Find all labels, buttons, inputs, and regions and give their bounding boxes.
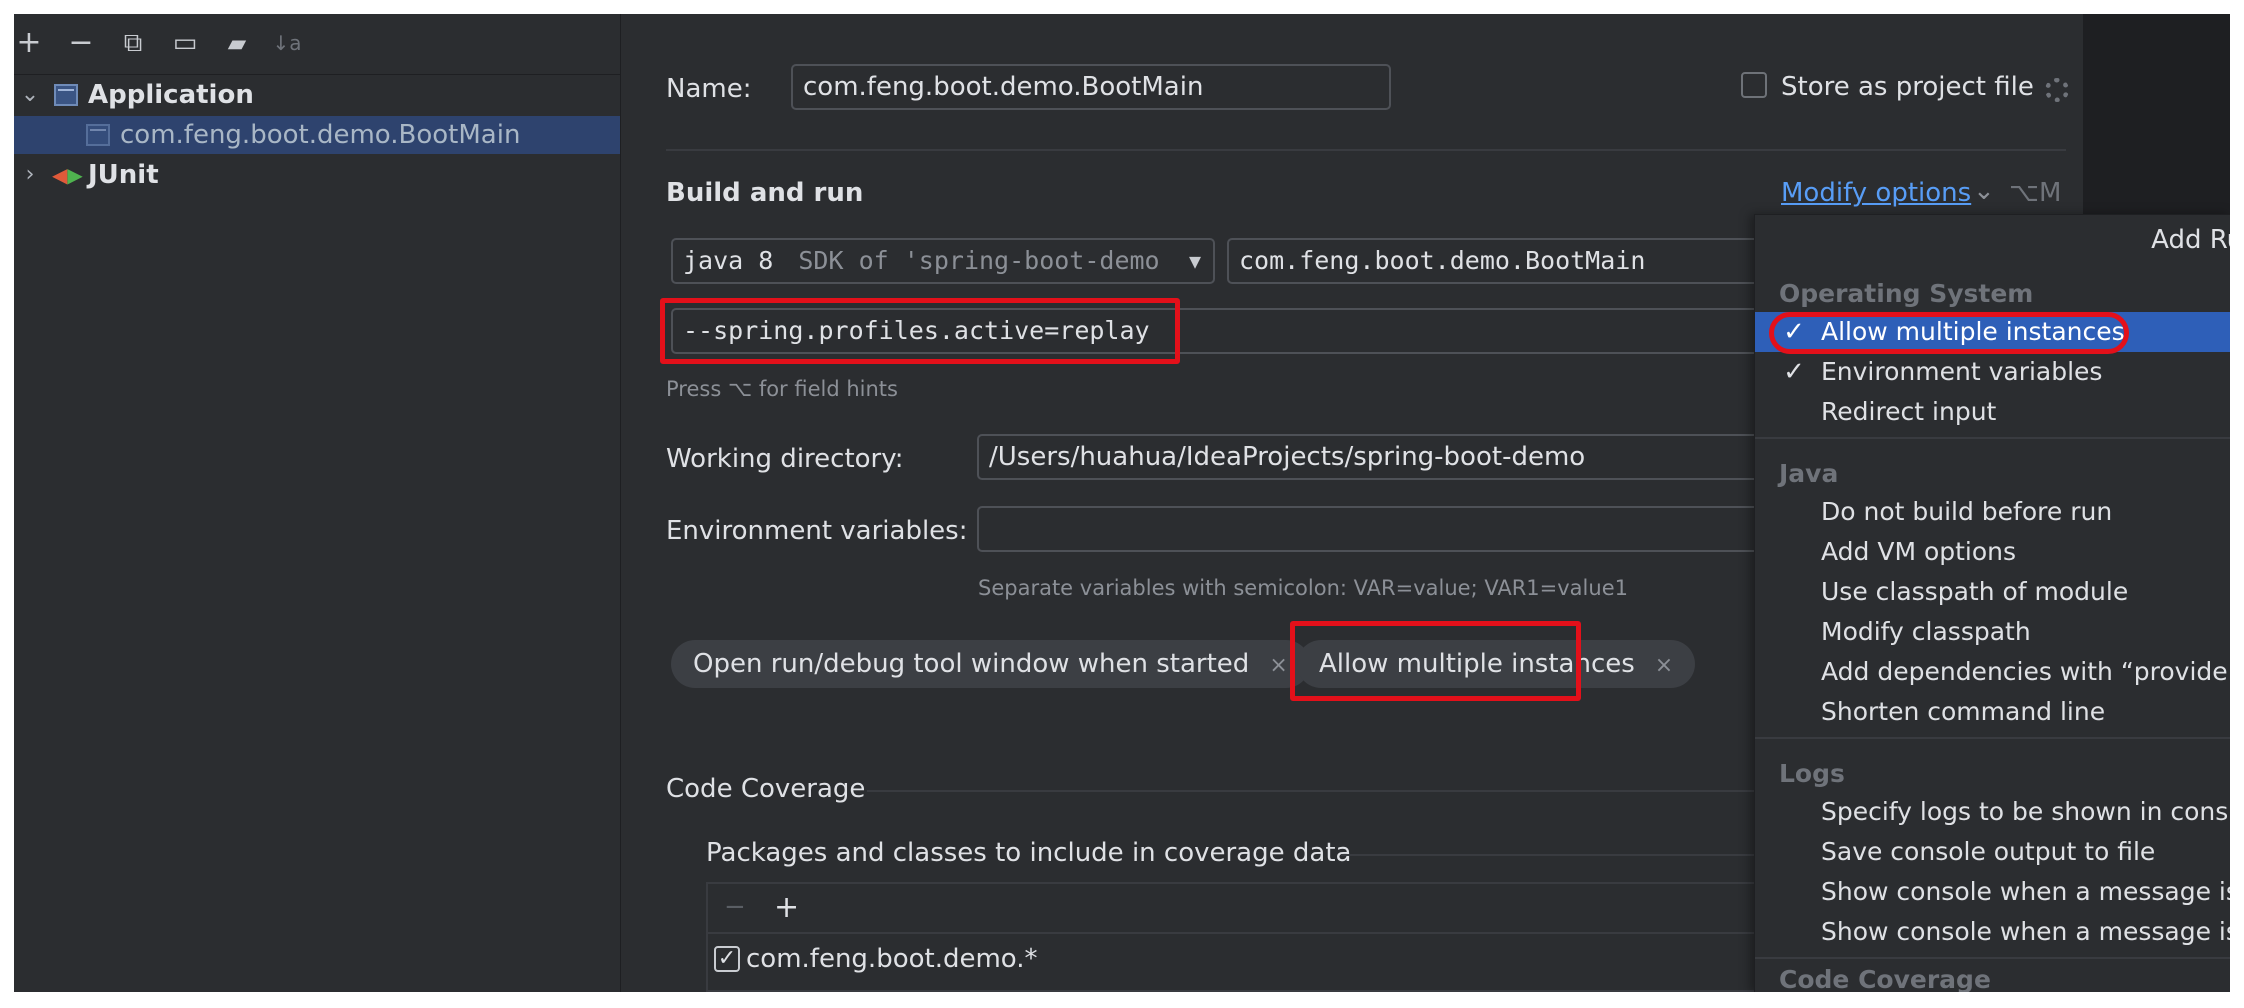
divider	[666, 149, 2066, 151]
coverage-toolbar: − +	[708, 884, 1788, 934]
option-use-classpath[interactable]: Use classpath of module	[1755, 572, 2230, 612]
gear-icon[interactable]	[2045, 78, 2069, 102]
copy-icon[interactable]: ⧉	[123, 28, 143, 58]
option-environment-variables[interactable]: ✓ Environment variables	[1755, 352, 2230, 392]
modify-shortcut: ⌥M	[2009, 178, 2062, 208]
divider	[1341, 854, 1771, 856]
option-save-console-output[interactable]: Save console output to file	[1755, 832, 2230, 872]
tree-item-label: JUnit	[88, 160, 159, 190]
divider	[1755, 437, 2230, 439]
section-java: Java	[1779, 459, 1839, 488]
modify-options-link[interactable]: Modify options	[1781, 178, 1972, 208]
chip-label: Allow multiple instances	[1319, 649, 1635, 679]
option-specify-logs[interactable]: Specify logs to be shown in cons	[1755, 792, 2230, 832]
tree-toolbar: + − ⧉ ▭ ▰ ↓a	[14, 14, 620, 75]
section-operating-system: Operating System	[1779, 279, 2034, 308]
option-label: Use classpath of module	[1821, 577, 2129, 606]
build-run-title: Build and run	[666, 178, 864, 208]
name-input[interactable]: com.feng.boot.demo.BootMain	[791, 64, 1391, 110]
option-add-vm-options[interactable]: Add VM options	[1755, 532, 2230, 572]
program-arguments-input[interactable]: --spring.profiles.active=replay	[671, 308, 1787, 354]
chip-allow-multiple-instances: Allow multiple instances ×	[1297, 640, 1696, 688]
option-label: Add dependencies with “provide	[1821, 657, 2228, 686]
junit-icon: ◀▶	[52, 163, 83, 187]
add-icon[interactable]: +	[16, 25, 42, 60]
option-label: Show console when a message is	[1821, 917, 2230, 946]
tree-item-application[interactable]: ⌄ Application	[14, 76, 620, 114]
coverage-list: − + ✓ com.feng.boot.demo.*	[706, 882, 1788, 992]
store-project-label: Store as project file	[1781, 72, 2034, 102]
check-icon: ✓	[1783, 357, 1805, 387]
application-icon	[54, 84, 78, 106]
coverage-item-checkbox[interactable]: ✓	[714, 946, 740, 972]
option-label: Environment variables	[1821, 357, 2103, 386]
option-add-dependencies[interactable]: Add dependencies with “provide	[1755, 652, 2230, 692]
highlight-box	[1290, 621, 1581, 701]
option-label: Do not build before run	[1821, 497, 2113, 526]
option-allow-multiple-instances[interactable]: ✓ Allow multiple instances	[1755, 312, 2230, 352]
option-show-console-stdout[interactable]: Show console when a message is	[1755, 872, 2230, 912]
chip-open-tool-window: Open run/debug tool window when started ×	[671, 640, 1310, 688]
environment-variables-label: Environment variables:	[666, 516, 968, 546]
main-class-input[interactable]: com.feng.boot.demo.BootMain	[1227, 238, 1787, 284]
divider	[1755, 957, 2230, 959]
tree-item-junit[interactable]: › ◀▶ JUnit	[14, 156, 620, 194]
coverage-item-label: com.feng.boot.demo.*	[746, 944, 1038, 974]
section-code-coverage: Code Coverage	[1779, 965, 1991, 992]
option-label: Modify classpath	[1821, 617, 2031, 646]
save-icon[interactable]: ▭	[172, 28, 198, 58]
section-logs: Logs	[1779, 759, 1845, 788]
option-shorten-command-line[interactable]: Shorten command line	[1755, 692, 2230, 732]
run-config-dialog: + − ⧉ ▭ ▰ ↓a ⌄ Application com.feng.boot…	[14, 14, 2230, 992]
working-directory-label: Working directory:	[666, 444, 904, 474]
chevron-down-icon[interactable]: ⌄	[20, 82, 40, 107]
add-icon[interactable]: +	[774, 890, 800, 925]
name-label: Name:	[666, 74, 752, 104]
environment-variables-input[interactable]	[977, 506, 1787, 552]
option-redirect-input[interactable]: Redirect input	[1755, 392, 2230, 432]
remove-icon[interactable]: −	[724, 892, 746, 922]
popup-title: Add Run Opt	[2151, 225, 2230, 255]
application-config-icon	[86, 124, 110, 146]
working-directory-input[interactable]: /Users/huahua/IdeaProjects/spring-boot-d…	[977, 434, 1787, 480]
close-icon[interactable]: ×	[1269, 653, 1288, 678]
add-run-options-popup: Add Run Opt Operating System ✓ Allow mul…	[1754, 214, 2230, 992]
option-do-not-build[interactable]: Do not build before run	[1755, 492, 2230, 532]
option-label: Allow multiple instances	[1821, 317, 2125, 346]
option-label: Save console output to file	[1821, 837, 2156, 866]
chip-label: Open run/debug tool window when started	[693, 649, 1250, 679]
chevron-right-icon[interactable]: ›	[25, 162, 35, 187]
config-tree-panel: + − ⧉ ▭ ▰ ↓a ⌄ Application com.feng.boot…	[14, 14, 621, 992]
divider	[867, 790, 1767, 792]
env-hint: Separate variables with semicolon: VAR=v…	[978, 576, 1628, 600]
option-label: Show console when a message is	[1821, 877, 2230, 906]
store-project-checkbox[interactable]	[1741, 72, 1767, 98]
remove-icon[interactable]: −	[68, 25, 94, 60]
option-label: Add VM options	[1821, 537, 2017, 566]
folder-add-icon[interactable]: ▰	[227, 29, 247, 57]
close-icon[interactable]: ×	[1654, 653, 1674, 678]
option-modify-classpath[interactable]: Modify classpath	[1755, 612, 2230, 652]
tree-item-bootmain[interactable]: com.feng.boot.demo.BootMain	[14, 116, 620, 154]
option-show-console-stderr[interactable]: Show console when a message is	[1755, 912, 2230, 952]
coverage-subtitle: Packages and classes to include in cover…	[706, 838, 1352, 868]
highlight-box	[1769, 312, 2129, 354]
divider	[1755, 737, 2230, 739]
tree-item-label: com.feng.boot.demo.BootMain	[120, 120, 521, 150]
highlight-box	[660, 298, 1180, 364]
option-label: Specify logs to be shown in cons	[1821, 797, 2229, 826]
sort-icon[interactable]: ↓a	[272, 31, 302, 55]
chevron-down-icon[interactable]: ⌄	[1973, 176, 1995, 206]
jdk-hint: SDK of 'spring-boot-demo	[798, 246, 1160, 275]
field-hint: Press ⌥ for field hints	[666, 377, 898, 401]
jdk-value: java 8	[683, 246, 774, 275]
code-coverage-title: Code Coverage	[666, 774, 866, 804]
option-label: Redirect input	[1821, 397, 1997, 426]
option-label: Shorten command line	[1821, 697, 2106, 726]
chevron-down-icon: ▼	[1188, 249, 1201, 273]
jdk-select[interactable]: java 8 SDK of 'spring-boot-demo ▼	[671, 238, 1215, 284]
tree-item-label: Application	[88, 80, 254, 110]
